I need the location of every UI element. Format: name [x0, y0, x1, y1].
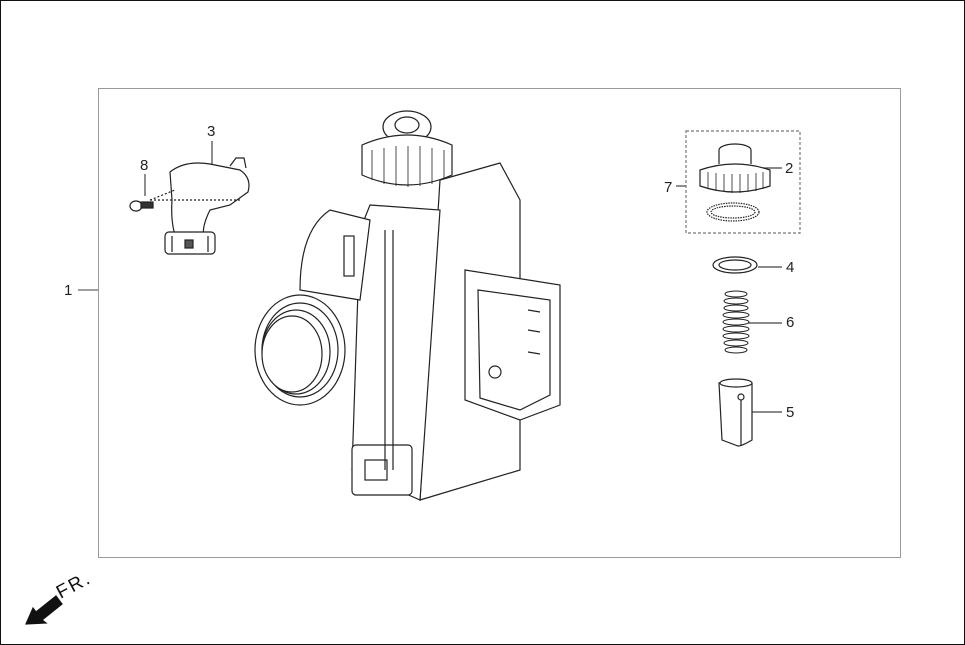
screw-part [129, 200, 154, 212]
assembly-boundary-box [98, 88, 901, 558]
callout-4: 4 [786, 259, 795, 276]
callout-5: 5 [786, 404, 795, 421]
callout-2: 2 [785, 160, 794, 177]
front-direction-arrow-icon [25, 595, 63, 625]
callout-6: 6 [786, 314, 795, 331]
callout-8: 8 [140, 157, 149, 174]
sleeve-part [718, 378, 753, 447]
sensor-part [149, 157, 250, 255]
callout-3: 3 [207, 123, 216, 140]
spring-part [722, 290, 750, 354]
cap-part [699, 143, 771, 222]
callout-1: 1 [64, 282, 73, 299]
throttle-body-part [254, 110, 561, 501]
callout-7: 7 [664, 179, 673, 196]
